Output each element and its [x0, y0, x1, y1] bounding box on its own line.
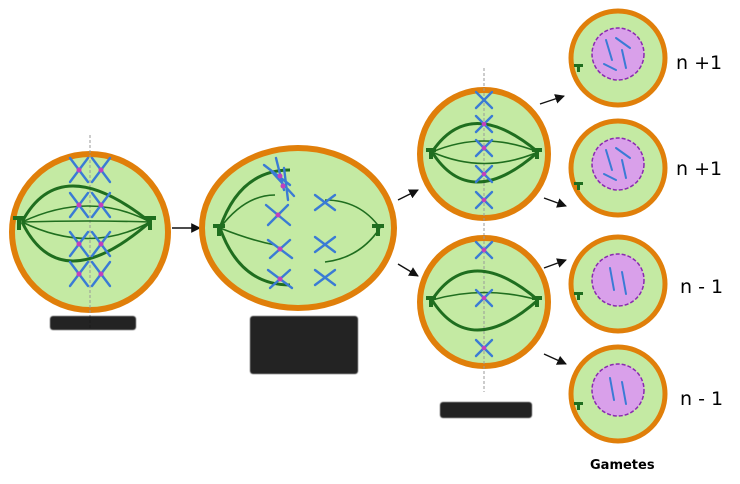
- obscured-label-3: [440, 402, 532, 418]
- cell-metaphase-2-bottom: [417, 235, 551, 392]
- gamete-3: [568, 234, 668, 334]
- cell-metaphase-1: [9, 135, 171, 330]
- centrosome-icon: [13, 216, 156, 230]
- gamete-2: [568, 118, 668, 218]
- gamete-4: [568, 344, 668, 444]
- gamete-1: [568, 8, 668, 108]
- obscured-label-2: [250, 316, 358, 374]
- cell-anaphase-1: [199, 145, 397, 311]
- obscured-label-1: [50, 316, 136, 330]
- cell-metaphase-2-top: [417, 68, 551, 240]
- gamete-label-2: n +1: [676, 158, 723, 180]
- gamete-label-3: n - 1: [680, 276, 724, 298]
- nucleus-icon: [591, 27, 645, 81]
- gamete-label-4: n - 1: [680, 388, 724, 410]
- gametes-caption: Gametes: [590, 458, 655, 473]
- gamete-label-1: n +1: [676, 52, 723, 74]
